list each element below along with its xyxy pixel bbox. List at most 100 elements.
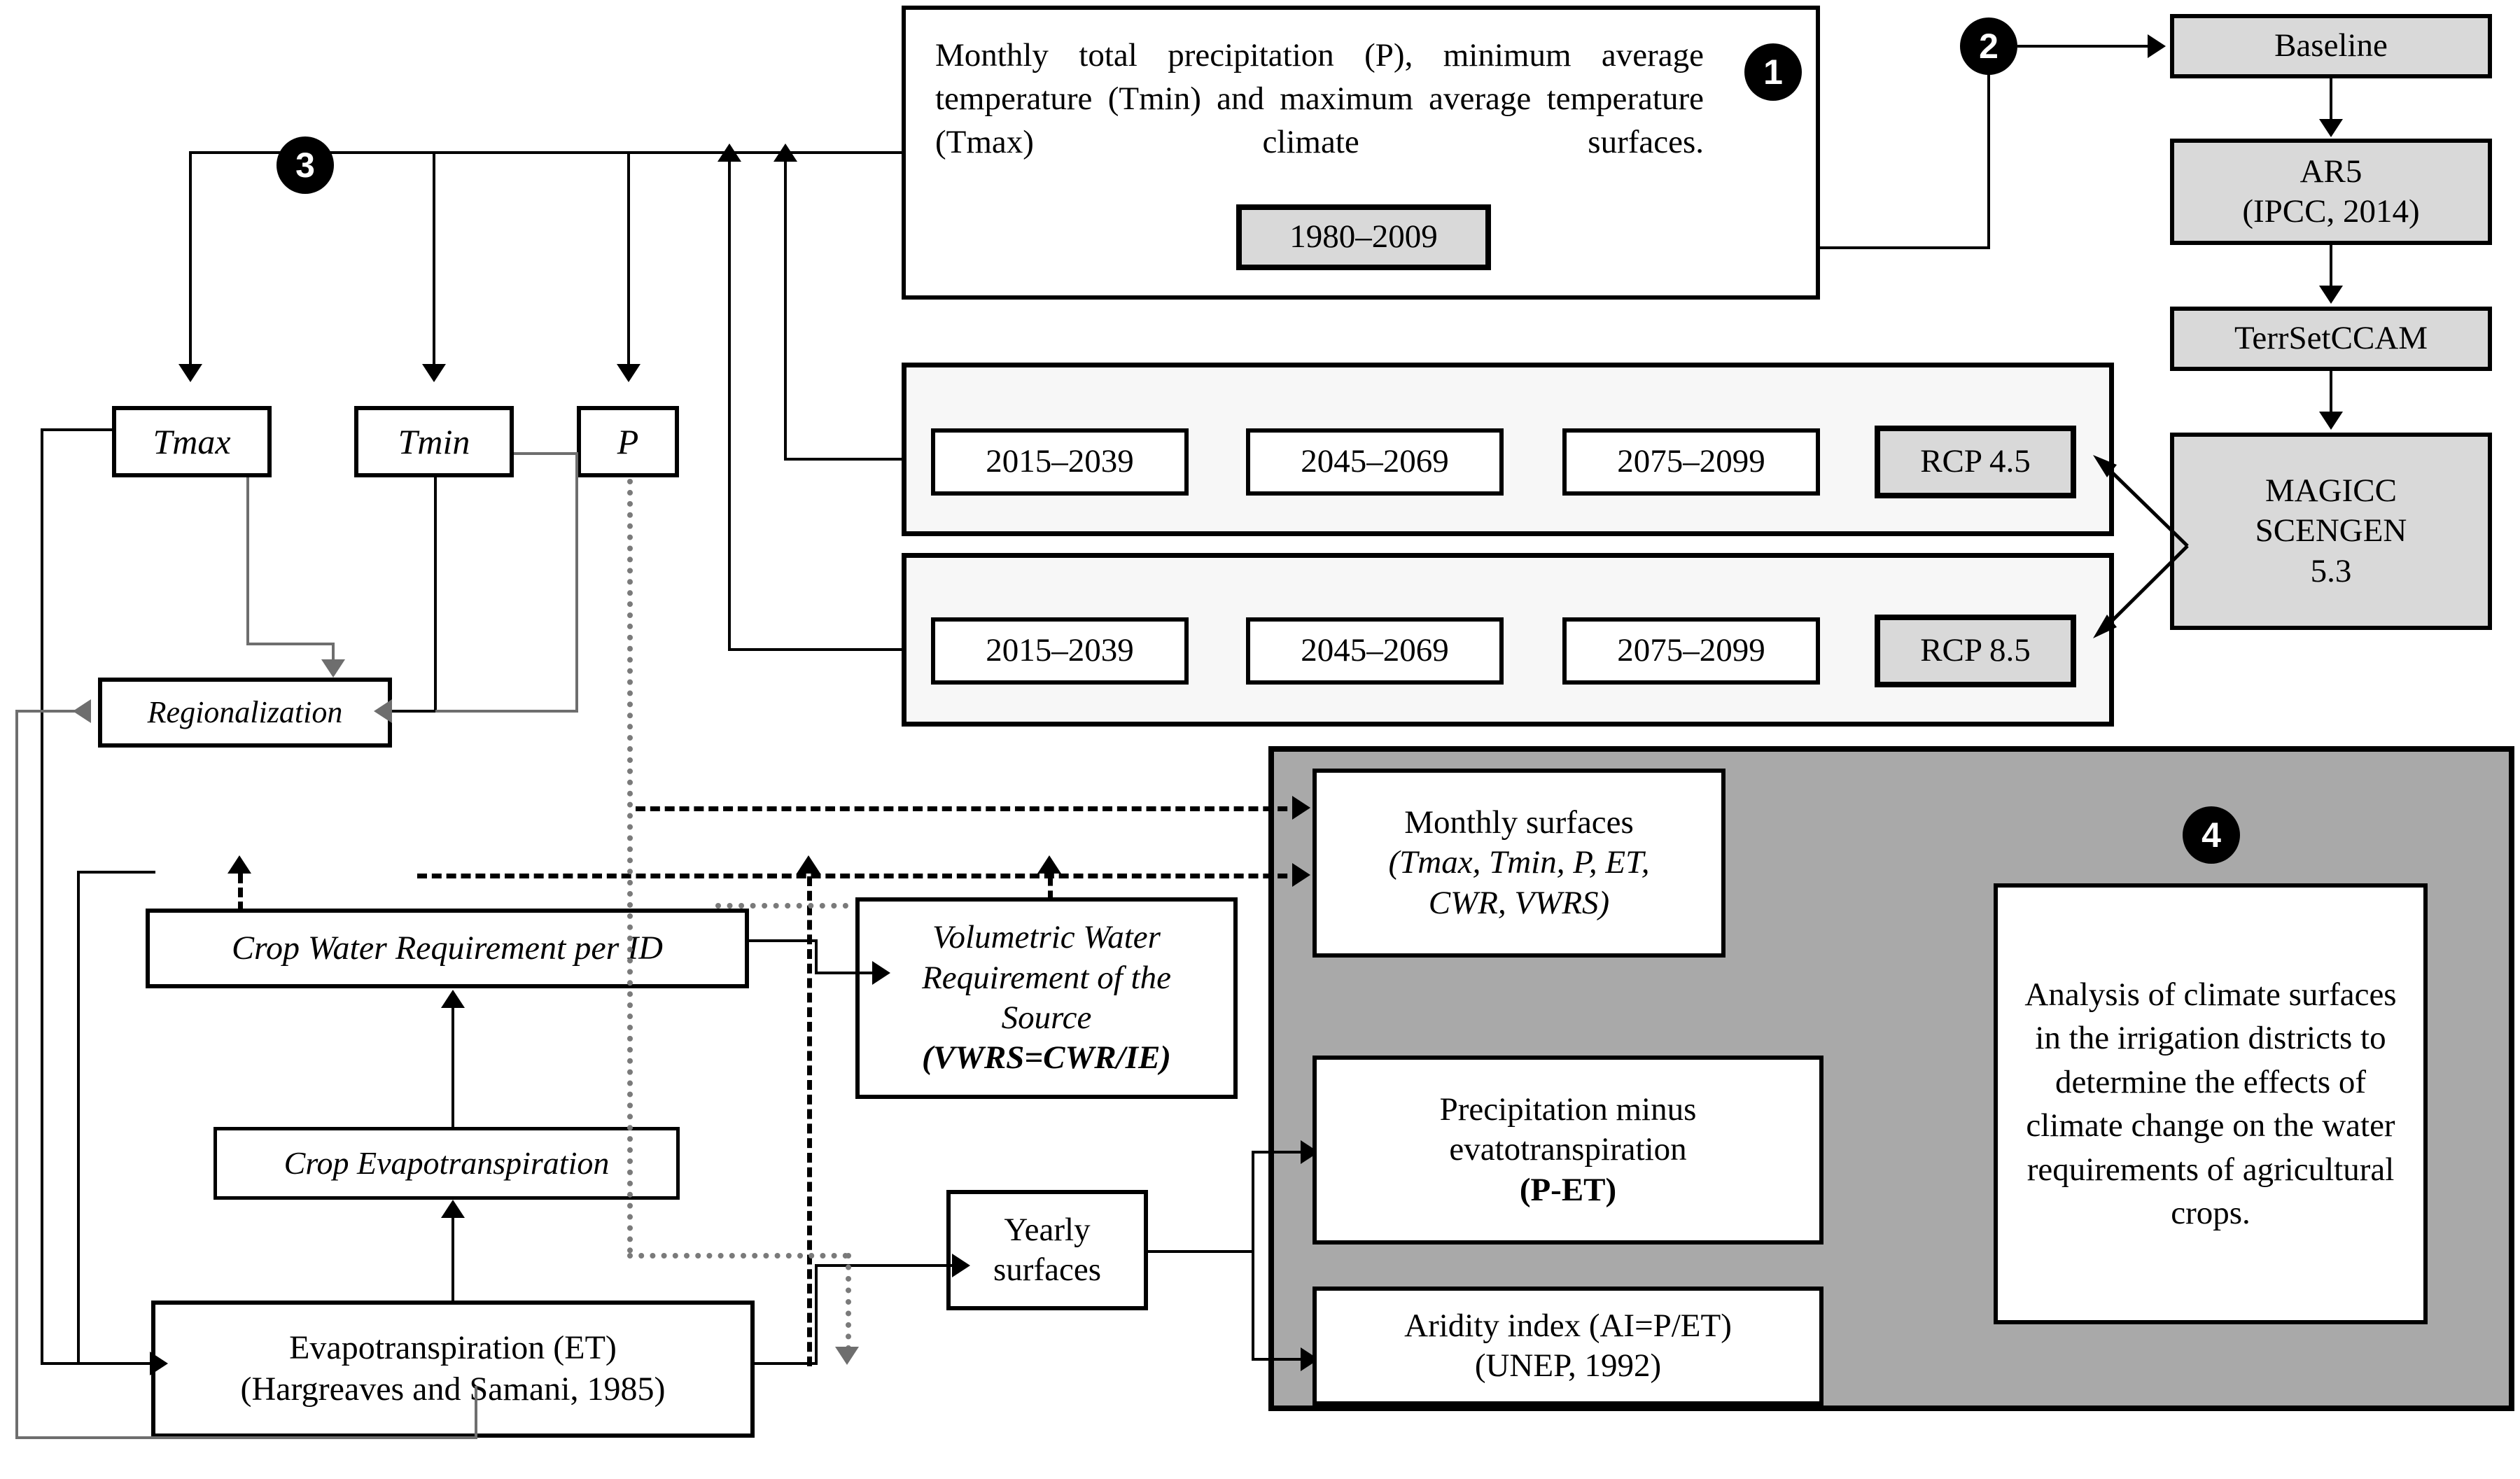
magicc-label-line3: 5.3 <box>2310 552 2352 589</box>
rcp85-period-1: 2015–2039 <box>931 617 1189 685</box>
monthly-surfaces-box: Monthly surfaces (Tmax, Tmin, P, ET, CWR… <box>1312 769 1726 958</box>
connector-cwr-left-down <box>77 871 80 1365</box>
evapotranspiration-box: Evapotranspiration (ET) (Hargreaves and … <box>151 1301 755 1438</box>
connector-tmin-to-regionalization-v <box>434 477 437 713</box>
arrowhead-outer-loop-into-reg <box>73 699 91 723</box>
connector-tmax-to-regionalization-v2 <box>332 643 335 662</box>
rcp85-name-box: RCP 8.5 <box>1875 615 2076 687</box>
rcp45-period-2: 2045–2069 <box>1246 428 1504 496</box>
rcp85-period-3: 2075–2099 <box>1562 617 1820 685</box>
aridity-index-label-line2: (UNEP, 1992) <box>1474 1347 1662 1384</box>
rcp45-period-2-label: 2045–2069 <box>1301 443 1449 480</box>
magicc-label-line2: SCENGEN <box>2255 512 2407 549</box>
yearly-surfaces-label-line1: Yearly <box>1004 1211 1091 1248</box>
arrowhead-dashed-upper <box>1292 796 1310 820</box>
arrowhead-dashed-cwr-up <box>227 855 251 874</box>
p-minus-et-box: Precipitation minus evatotranspiration (… <box>1312 1056 1823 1245</box>
crop-evapotranspiration-label: Crop Evapotranspiration <box>284 1144 610 1181</box>
arrowhead-et-to-cropet <box>441 1200 465 1218</box>
connector-cwr-to-vwrs <box>815 972 876 974</box>
vwrs-label-line3: Source <box>1001 1000 1092 1036</box>
dashed-cwr-up <box>238 874 243 911</box>
connector-tmax-left-out <box>41 428 113 431</box>
monthly-surfaces-label-line2: (Tmax, Tmin, P, ET, <box>1388 844 1650 881</box>
evapotranspiration-label-line2: (Hargreaves and Samani, 1985) <box>240 1371 666 1408</box>
dashed-connector-lower <box>417 874 1302 878</box>
yearly-surfaces-label-line2: surfaces <box>993 1252 1101 1288</box>
regionalization-box: Regionalization <box>98 678 392 748</box>
connector-ar5-to-terrset <box>2330 245 2332 288</box>
arrowhead-bus-to-p <box>617 364 640 382</box>
arrowhead-bus-to-tmin <box>422 364 446 382</box>
arrowhead-marker2-to-baseline <box>2148 34 2166 58</box>
p-minus-et-label-line1: Precipitation minus <box>1439 1091 1697 1128</box>
connector-rcp85-up <box>728 161 731 651</box>
arrowhead-dashed-lower <box>1292 863 1310 887</box>
connector-outer-loop-into-reg <box>15 710 77 713</box>
arrowhead-dashed-et-up <box>797 855 820 874</box>
terrsetccam-box: TerrSetCCAM <box>2170 307 2492 371</box>
connector-p-down-to-reg <box>575 452 578 713</box>
connector-yearly-split <box>1252 1151 1254 1361</box>
arrowhead-dashed-vwrs-up <box>1037 855 1061 874</box>
yearly-surfaces-box: Yearly surfaces <box>946 1190 1148 1310</box>
arrowhead-ar5-to-terrset <box>2319 286 2343 304</box>
connector-cwr-right-down <box>815 939 818 974</box>
tmin-label: Tmin <box>398 421 470 461</box>
arrowhead-cropet-to-cwr <box>441 990 465 1008</box>
magicc-label-line1: MAGICC <box>2264 472 2398 509</box>
p-minus-et-label-line3: (P-ET) <box>1519 1171 1617 1208</box>
rcp85-name-label: RCP 8.5 <box>1920 632 2031 669</box>
connector-rcp45-left <box>784 458 903 461</box>
arrowhead-bus-to-tmax <box>178 364 202 382</box>
marker-3: 3 <box>276 136 334 194</box>
connector-rcp45-up <box>784 161 787 461</box>
marker-3-label: 3 <box>295 146 315 185</box>
connector-cwr-left-out <box>77 871 155 874</box>
arrowhead-et-to-yearly <box>952 1254 970 1277</box>
aridity-index-box: Aridity index (AI=P/ET) (UNEP, 1992) <box>1312 1287 1823 1406</box>
connector-rcp85-left <box>728 648 903 651</box>
baseline-period-box: 1980–2009 <box>1236 204 1491 270</box>
connector-et-to-yearly <box>815 1264 956 1267</box>
tmin-box: Tmin <box>354 406 514 477</box>
crop-water-requirement-box: Crop Water Requirement per ID <box>146 909 749 988</box>
arrowhead-tmax-to-regionalization <box>321 659 345 678</box>
ar5-label-line2: (IPCC, 2014) <box>2242 193 2420 230</box>
rcp45-period-3-label: 2075–2099 <box>1617 443 1765 480</box>
rcp85-period-2-label: 2045–2069 <box>1301 632 1449 669</box>
analysis-text: Analysis of climate surfaces in the irri… <box>2024 976 2397 1232</box>
marker-2: 2 <box>1960 17 2017 75</box>
connector-et-right-up <box>815 1264 818 1365</box>
dotted-p-right <box>627 1253 848 1259</box>
arrowhead-terrset-to-magicc <box>2319 412 2343 430</box>
connector-yearly-to-aridity <box>1252 1358 1305 1361</box>
connector-terrset-to-magicc <box>2330 371 2332 414</box>
rcp45-name-label: RCP 4.5 <box>1920 443 2031 480</box>
arrowhead-baseline-to-ar5 <box>2319 119 2343 137</box>
connector-outer-loop-bottom <box>15 1436 477 1439</box>
aridity-index-label-line1: Aridity index (AI=P/ET) <box>1404 1307 1732 1344</box>
connector-magicc-to-scenarios <box>2093 455 2189 638</box>
connector-marker2-to-climate <box>1819 246 1990 249</box>
connector-outer-loop-v <box>15 710 18 1439</box>
rcp45-period-3: 2075–2099 <box>1562 428 1820 496</box>
terrsetccam-label: TerrSetCCAM <box>2234 320 2428 357</box>
rcp45-period-1: 2015–2039 <box>931 428 1189 496</box>
evapotranspiration-label-line1: Evapotranspiration (ET) <box>289 1329 617 1367</box>
vwrs-label-line4: (VWRS=CWR/IE) <box>922 1039 1171 1077</box>
arrowhead-cwr-to-vwrs <box>872 961 890 985</box>
connector-marker2-to-baseline <box>2017 45 2150 48</box>
baseline-period-label: 1980–2009 <box>1289 218 1438 255</box>
rcp85-period-1-label: 2015–2039 <box>986 632 1134 669</box>
connector-tmax-to-regionalization-v1 <box>246 477 249 645</box>
connector-tmax-left-down <box>41 428 43 1365</box>
dashed-vwrs-up <box>1048 876 1053 900</box>
monthly-surfaces-label-line1: Monthly surfaces <box>1404 804 1634 841</box>
marker-1-label: 1 <box>1763 52 1783 92</box>
rcp45-name-box: RCP 4.5 <box>1875 426 2076 498</box>
connector-p-to-tmin <box>514 452 578 455</box>
tmax-box: Tmax <box>112 406 272 477</box>
ar5-label-line1: AR5 <box>2300 153 2362 190</box>
